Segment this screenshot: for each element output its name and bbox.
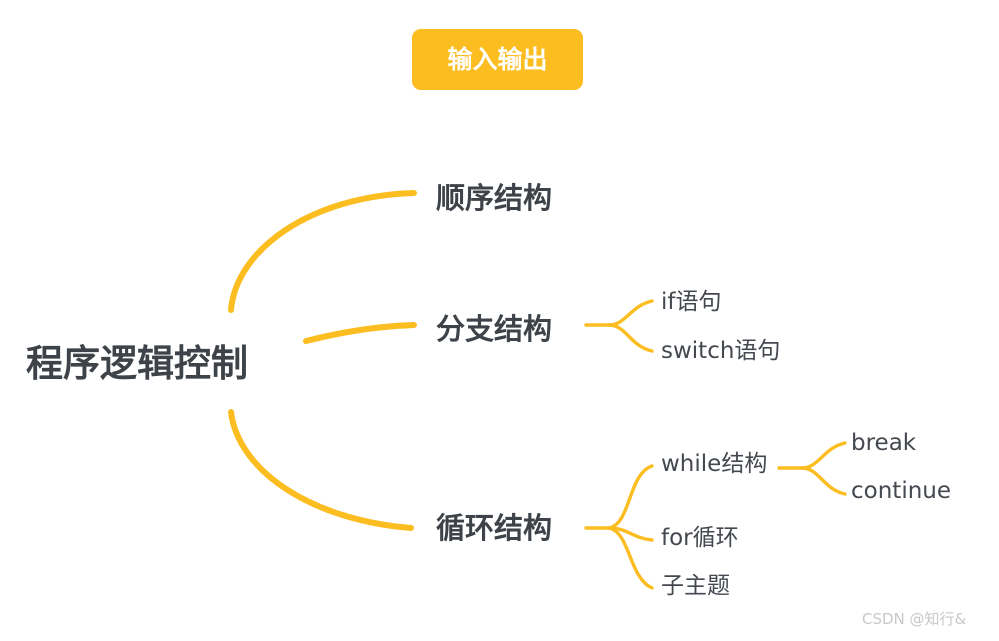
watermark: CSDN @知行& <box>862 610 967 628</box>
link-branch-to-switch <box>607 323 654 353</box>
topic-switch-statement[interactable]: switch语句 <box>661 338 781 364</box>
topic-continue[interactable]: continue <box>851 478 952 504</box>
link-root-to-loop <box>228 409 414 531</box>
topic-while-structure[interactable]: while结构 <box>661 451 768 477</box>
topic-for-loop[interactable]: for循环 <box>661 525 739 551</box>
link-root-to-sequence <box>228 190 417 313</box>
link-while-to-continue <box>800 466 847 496</box>
topic-subtopic[interactable]: 子主题 <box>661 573 730 599</box>
link-branch-to-if <box>607 299 654 327</box>
topic-sequence-structure[interactable]: 顺序结构 <box>436 181 553 215</box>
link-while-to-break <box>800 441 847 470</box>
topic-if-statement[interactable]: if语句 <box>661 289 722 315</box>
link-loop-to-subtopic <box>607 526 654 590</box>
link-loop-to-for <box>607 526 654 542</box>
link-root-to-branch <box>303 322 417 344</box>
topic-break[interactable]: break <box>851 430 917 456</box>
link-loop-to-while <box>607 464 654 530</box>
root-topic[interactable]: 程序逻辑控制 <box>26 342 248 385</box>
topic-branch-structure[interactable]: 分支结构 <box>436 312 553 346</box>
topic-loop-structure[interactable]: 循环结构 <box>436 511 553 545</box>
floating-topic-input-output[interactable]: 输入输出 <box>412 29 583 90</box>
